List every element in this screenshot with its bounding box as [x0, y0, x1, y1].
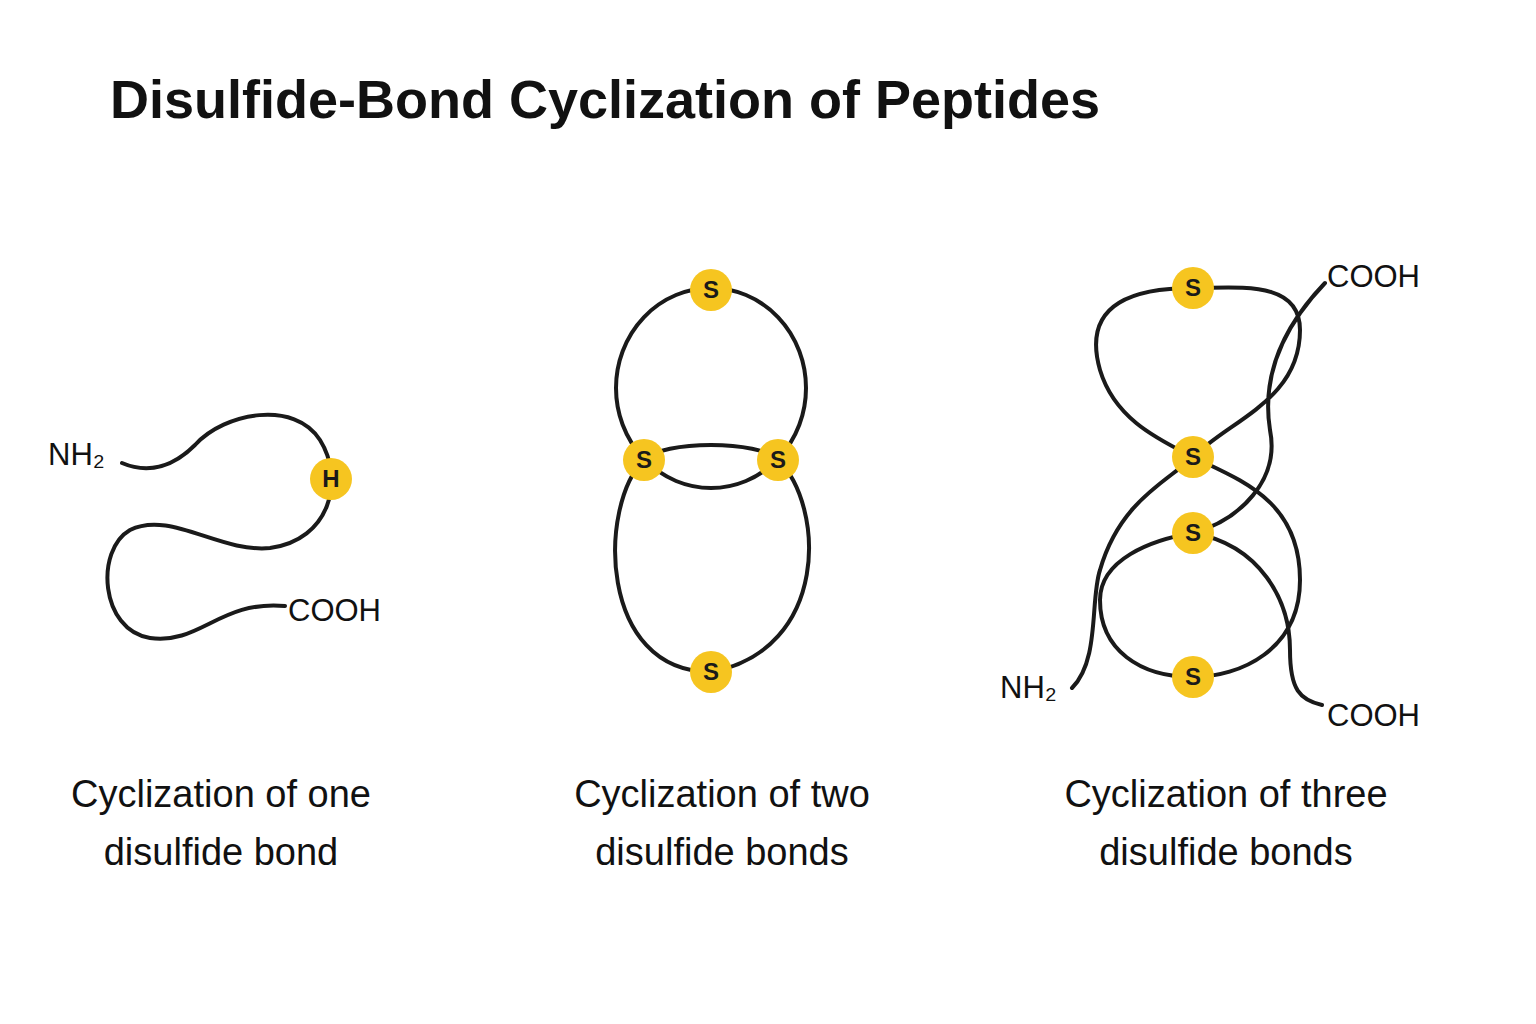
terminus-label: COOH	[1327, 698, 1420, 734]
atom-letter: S	[636, 448, 652, 472]
atom-letter: S	[1185, 521, 1201, 545]
terminus-label: COOH	[1327, 259, 1420, 295]
sulfur-atom: S	[690, 651, 732, 693]
atom-letter: S	[1185, 665, 1201, 689]
sulfur-atom: S	[1172, 436, 1214, 478]
sulfur-atom: S	[757, 439, 799, 481]
terminus-label: NH₂	[1000, 670, 1057, 706]
sulfur-atom: S	[623, 439, 665, 481]
atom-letter: H	[322, 467, 339, 491]
atom-letter: S	[1185, 445, 1201, 469]
sulfur-atom: H	[310, 458, 352, 500]
terminus-label: COOH	[288, 593, 381, 629]
terminus-label: NH₂	[48, 437, 105, 473]
atom-letter: S	[703, 660, 719, 684]
atom-letter: S	[1185, 276, 1201, 300]
caption: Cyclization of two disulfide bonds	[522, 765, 922, 881]
sulfur-atom: S	[1172, 267, 1214, 309]
sulfur-atom: S	[690, 269, 732, 311]
caption: Cyclization of three disulfide bonds	[1026, 765, 1426, 881]
title: Disulfide-Bond Cyclization of Peptides	[110, 68, 1100, 130]
peptide-ring	[616, 288, 806, 488]
atom-letter: S	[703, 278, 719, 302]
caption: Cyclization of one disulfide bond	[21, 765, 421, 881]
atom-letter: S	[770, 448, 786, 472]
sulfur-atom: S	[1172, 656, 1214, 698]
sulfur-atom: S	[1172, 512, 1214, 554]
